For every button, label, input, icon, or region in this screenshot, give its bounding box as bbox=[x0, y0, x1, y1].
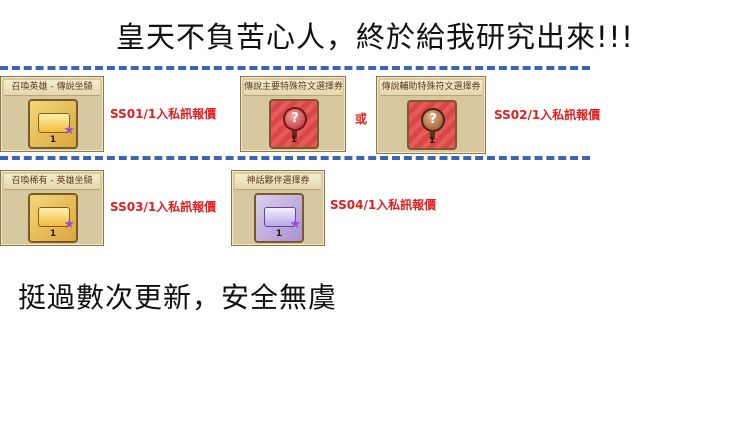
card-title: 傳說主要特殊符文選擇券 bbox=[244, 80, 342, 96]
footer-text: 挺過數次更新，安全無虞 bbox=[18, 281, 338, 314]
item-tile: ? 1 bbox=[407, 100, 457, 150]
item-quantity: 1 bbox=[290, 135, 298, 145]
divider-top bbox=[0, 66, 590, 70]
card-mythic-companion-selector: 神話夥伴選擇券 ★ 1 bbox=[231, 170, 325, 246]
ticket-icon: ★ bbox=[38, 207, 75, 231]
ticket-icon: ★ bbox=[264, 207, 301, 231]
item-tile: ★ 1 bbox=[28, 99, 78, 149]
card-legendary-main-rune-selector: 傳說主要特殊符文選擇券 ? 1 bbox=[240, 76, 346, 152]
divider-bottom bbox=[0, 156, 590, 160]
star-icon: ★ bbox=[63, 123, 75, 138]
item-quantity: 1 bbox=[49, 135, 57, 145]
item-quantity: 1 bbox=[275, 229, 283, 239]
star-icon: ★ bbox=[289, 217, 301, 232]
item-quantity: 1 bbox=[428, 136, 436, 146]
card-title: 傳說輔助特殊符文選擇券 bbox=[380, 80, 482, 96]
item-tile: ★ 1 bbox=[254, 193, 304, 243]
price-label-ss02: SS02/1入私訊報價 bbox=[494, 108, 601, 122]
headline: 皇天不負苦心人，終於給我研究出來!!! bbox=[116, 20, 634, 54]
card-title: 召喚英雄 - 傳說坐騎 bbox=[4, 80, 100, 96]
item-tile: ★ 1 bbox=[28, 193, 78, 243]
card-title: 神話夥伴選擇券 bbox=[235, 174, 321, 190]
card-summon-rare-hero-mount: 召喚稀有 - 英雄坐騎 ★ 1 bbox=[0, 170, 104, 246]
price-label-ss04: SS04/1入私訊報價 bbox=[330, 198, 437, 212]
card-title: 召喚稀有 - 英雄坐騎 bbox=[4, 174, 100, 190]
rune-orb-icon: ? bbox=[283, 107, 307, 131]
price-label-ss01: SS01/1入私訊報價 bbox=[110, 107, 217, 121]
rune-stem-icon bbox=[430, 130, 435, 140]
rune-orb-icon: ? bbox=[421, 108, 445, 132]
card-summon-hero-legendary-mount: 召喚英雄 - 傳說坐騎 ★ 1 bbox=[0, 76, 104, 152]
card-legendary-support-rune-selector: 傳說輔助特殊符文選擇券 ? 1 bbox=[376, 76, 486, 154]
item-tile: ? 1 bbox=[269, 99, 319, 149]
rune-stem-icon bbox=[292, 129, 297, 139]
item-quantity: 1 bbox=[49, 229, 57, 239]
ticket-icon: ★ bbox=[38, 113, 75, 137]
price-label-ss03: SS03/1入私訊報價 bbox=[110, 200, 217, 214]
or-label: 或 bbox=[355, 112, 368, 126]
star-icon: ★ bbox=[63, 217, 75, 232]
